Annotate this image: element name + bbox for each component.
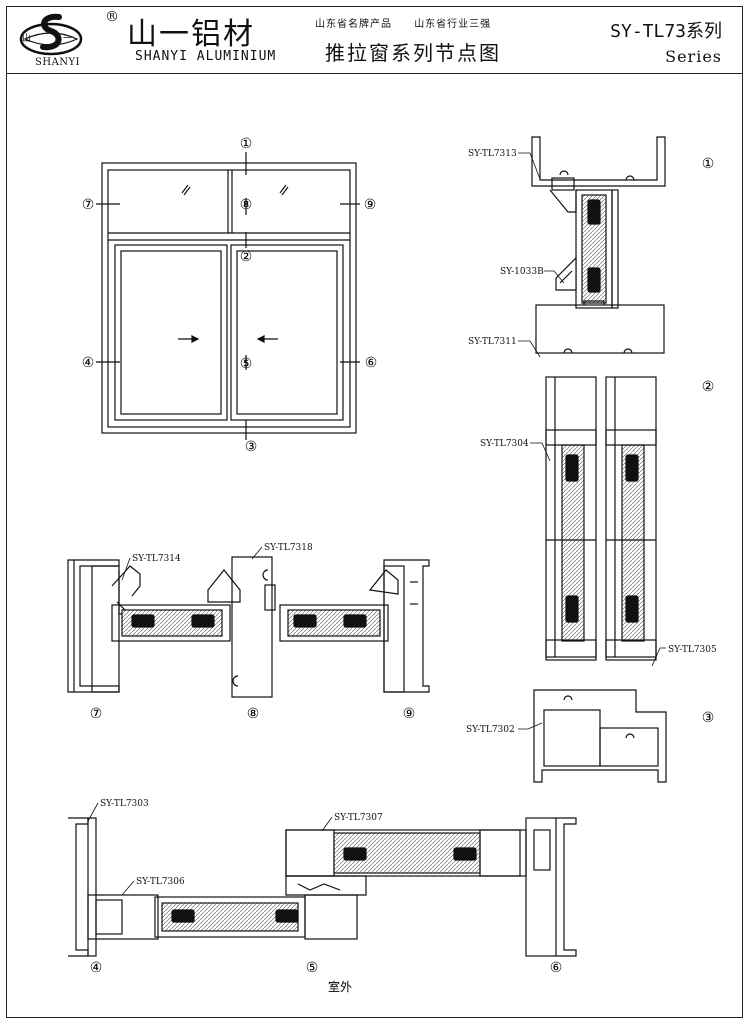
label-sy-tl7304: SY-TL7304 — [480, 439, 529, 449]
horizontal-section-lower — [68, 817, 577, 957]
vs-marker-2: ② — [702, 379, 715, 395]
series-code: SY-TL73系列 — [610, 21, 722, 42]
hs-marker-7: ⑦ — [90, 706, 103, 722]
marker-7: ⑦ — [82, 197, 95, 213]
lower-section-labels: SY-TL7303 SY-TL7307 SY-TL7306 — [100, 799, 383, 887]
marker-2: ② — [240, 249, 253, 265]
outdoor-caption: 室外 — [328, 979, 352, 994]
hs-marker-9: ⑨ — [403, 706, 416, 722]
upper-section-labels: SY-TL7314 SY-TL7318 — [132, 543, 313, 564]
label-sy-1033b: SY-1033B — [500, 267, 544, 277]
hs-marker-8: ⑧ — [247, 706, 260, 722]
horizontal-section-upper — [67, 556, 430, 698]
brand-name-en: SHANYI ALUMINIUM — [135, 49, 277, 64]
label-sy-tl7307: SY-TL7307 — [334, 813, 383, 823]
logo-text: SHANYI — [35, 57, 81, 68]
window-elevation — [96, 152, 360, 440]
logo-mark-right: 一 — [63, 34, 73, 44]
title-block: 山 一 SHANYI ® 山一铝材 SHANYI ALUMINIUM 山东省名牌… — [7, 7, 742, 74]
label-sy-tl7314: SY-TL7314 — [132, 554, 181, 564]
logo-mark-left: 山 — [22, 34, 32, 44]
hs-marker-5: ⑤ — [306, 960, 319, 976]
vertical-section — [531, 136, 667, 783]
slogan-1: 山东省名牌产品 — [315, 19, 392, 30]
vertical-leaders — [518, 152, 666, 730]
lower-leaders — [87, 802, 333, 896]
label-sy-tl7302: SY-TL7302 — [466, 725, 515, 735]
label-sy-tl7313: SY-TL7313 — [468, 149, 517, 159]
upper-section-markers: ⑦ ⑧ ⑨ — [90, 706, 416, 722]
slogan: 山东省名牌产品 山东省行业三强 — [315, 15, 509, 30]
marker-1: ① — [240, 136, 253, 152]
upper-leaders — [121, 546, 263, 581]
marker-8: ⑧ — [240, 197, 253, 213]
vertical-section-markers: ① ② ③ — [702, 156, 715, 726]
drawing-sheet: 山 一 SHANYI ® 山一铝材 SHANYI ALUMINIUM 山东省名牌… — [6, 6, 743, 1018]
brand-name-cn: 山一铝材 — [127, 17, 255, 52]
label-sy-tl7311: SY-TL7311 — [468, 337, 517, 347]
label-sy-tl7306: SY-TL7306 — [136, 877, 185, 887]
label-sy-tl7303: SY-TL7303 — [100, 799, 149, 809]
label-sy-tl7318: SY-TL7318 — [264, 543, 313, 553]
label-sy-tl7305: SY-TL7305 — [668, 645, 717, 655]
vertical-section-labels: SY-TL7313 SY-1033B SY-TL7311 SY-TL7304 S… — [466, 149, 717, 735]
marker-5: ⑤ — [240, 356, 253, 372]
vs-marker-1: ① — [702, 156, 715, 172]
shanyi-logo — [19, 13, 83, 56]
hs-marker-4: ④ — [90, 960, 103, 976]
elevation-markers: ① ⑧ ② ⑤ ③ ⑦ ⑨ ④ ⑥ — [82, 136, 378, 455]
marker-3: ③ — [245, 439, 258, 455]
marker-4: ④ — [82, 355, 95, 371]
vs-marker-3: ③ — [702, 710, 715, 726]
drawing-title: 推拉窗系列节点图 — [325, 41, 501, 65]
slogan-2: 山东省行业三强 — [414, 19, 492, 30]
lower-section-markers: ④ ⑤ ⑥ — [90, 960, 563, 976]
registered-mark: ® — [105, 9, 119, 25]
marker-6: ⑥ — [365, 355, 378, 371]
marker-9: ⑨ — [364, 197, 377, 213]
series-word: Series — [665, 47, 722, 66]
hs-marker-6: ⑥ — [550, 960, 563, 976]
